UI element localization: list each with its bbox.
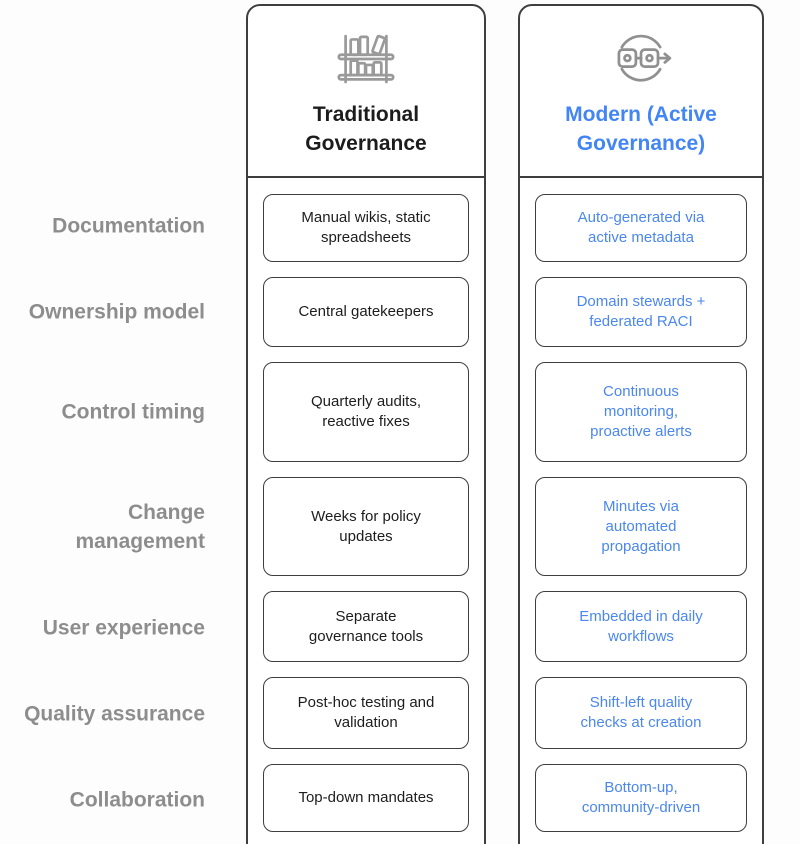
cell-text: Separate governance tools bbox=[308, 607, 424, 645]
column-header-modern: Modern (Active Governance) bbox=[520, 6, 762, 178]
cell-text: Embedded in daily workflows bbox=[579, 607, 703, 645]
cell-text: Domain stewards + federated RACI bbox=[576, 293, 706, 330]
bookshelf-icon bbox=[337, 34, 395, 84]
column-title-modern: Modern (Active Governance) bbox=[565, 103, 717, 155]
row-label-documentation: Documentation bbox=[52, 214, 205, 238]
row-label-collaboration: Collaboration bbox=[69, 788, 205, 812]
process-cycle-icon bbox=[617, 34, 672, 82]
cell-change-management-traditional: Weeks for policy updates bbox=[263, 477, 469, 576]
cell-documentation-traditional: Manual wikis, static spreadsheets bbox=[263, 194, 469, 262]
cell-ownership-model-traditional: Central gatekeepers bbox=[263, 277, 469, 347]
cell-text: Weeks for policy updates bbox=[311, 507, 421, 545]
cell-user-experience-traditional: Separate governance tools bbox=[263, 591, 469, 662]
cell-control-timing-modern: Continuous monitoring, proactive alerts bbox=[535, 362, 747, 462]
cell-text: Quarterly audits, reactive fixes bbox=[310, 393, 422, 430]
cell-text: Post-hoc testing and validation bbox=[297, 694, 435, 731]
cell-quality-assurance-modern: Shift-left quality checks at creation bbox=[535, 677, 747, 749]
column-body-traditional: Manual wikis, static spreadsheets Centra… bbox=[248, 178, 484, 832]
cell-text: Central gatekeepers bbox=[298, 303, 434, 320]
cell-text: Manual wikis, static spreadsheets bbox=[301, 209, 431, 246]
column-modern-active-governance: Modern (Active Governance) Auto-generate… bbox=[518, 4, 764, 844]
cell-text: Top-down mandates bbox=[298, 789, 434, 806]
column-title-traditional: Traditional Governance bbox=[305, 103, 427, 155]
cell-quality-assurance-traditional: Post-hoc testing and validation bbox=[263, 677, 469, 749]
cell-collaboration-modern: Bottom-up, community-driven bbox=[535, 764, 747, 832]
cell-change-management-modern: Minutes via automated propagation bbox=[535, 477, 747, 576]
row-label-ownership-model: Ownership model bbox=[28, 300, 205, 324]
cell-text: Auto-generated via active metadata bbox=[577, 209, 705, 246]
cell-text: Shift-left quality checks at creation bbox=[580, 694, 702, 731]
row-label-change-management: Change management bbox=[75, 501, 205, 553]
row-label-control-timing: Control timing bbox=[61, 400, 205, 424]
column-body-modern: Auto-generated via active metadata Domai… bbox=[520, 178, 762, 832]
cell-text: Bottom-up, community-driven bbox=[581, 779, 701, 816]
column-header-traditional: Traditional Governance bbox=[248, 6, 484, 178]
cell-control-timing-traditional: Quarterly audits, reactive fixes bbox=[263, 362, 469, 462]
cell-text: Continuous monitoring, proactive alerts bbox=[590, 383, 692, 440]
row-label-user-experience: User experience bbox=[42, 616, 205, 640]
cell-ownership-model-modern: Domain stewards + federated RACI bbox=[535, 277, 747, 347]
column-traditional-governance: Traditional Governance Manual wikis, sta… bbox=[246, 4, 486, 844]
row-label-quality-assurance: Quality assurance bbox=[24, 702, 205, 726]
cell-collaboration-traditional: Top-down mandates bbox=[263, 764, 469, 832]
cell-user-experience-modern: Embedded in daily workflows bbox=[535, 591, 747, 662]
cell-documentation-modern: Auto-generated via active metadata bbox=[535, 194, 747, 262]
cell-text: Minutes via automated propagation bbox=[601, 497, 681, 555]
